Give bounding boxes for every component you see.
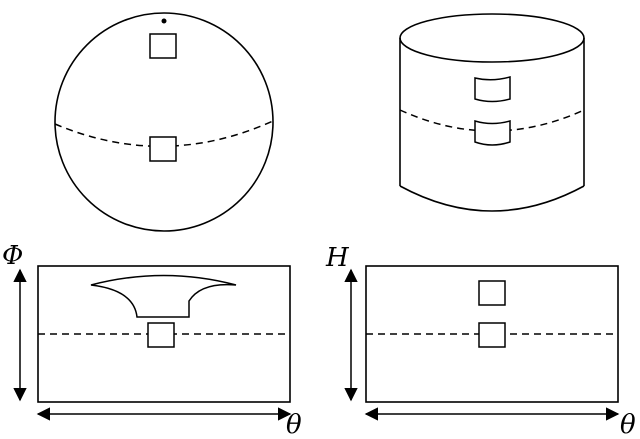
sphere-outline xyxy=(54,12,274,232)
cylinder-map-group: H θ xyxy=(325,243,636,439)
sphere-map-distorted-patch xyxy=(90,274,237,318)
sphere-group xyxy=(54,12,274,232)
height-axis-label: H xyxy=(325,243,350,273)
cylinder-top-ellipse xyxy=(399,13,585,63)
sphere-pole-dot xyxy=(161,18,167,24)
cylinder-bottom-arc xyxy=(399,185,585,212)
cylinder-equator-dashed xyxy=(399,109,585,132)
cylinder-group xyxy=(399,13,585,212)
phi-axis-label: Φ xyxy=(2,241,23,271)
cylinder-map-upper-square xyxy=(478,280,506,306)
sphere-map-group: Φ θ xyxy=(2,241,302,439)
cylinder-upper-patch xyxy=(474,76,511,103)
cylinder-equator-patch xyxy=(474,119,511,146)
sphere-upper-square xyxy=(149,33,177,59)
cylinder-map-equator-square xyxy=(478,322,506,348)
theta-axis-label-left: θ xyxy=(286,410,302,435)
sphere-map-equator-square xyxy=(147,322,175,348)
theta-axis-label-right: θ xyxy=(620,410,636,435)
sphere-equator-square xyxy=(149,136,177,162)
